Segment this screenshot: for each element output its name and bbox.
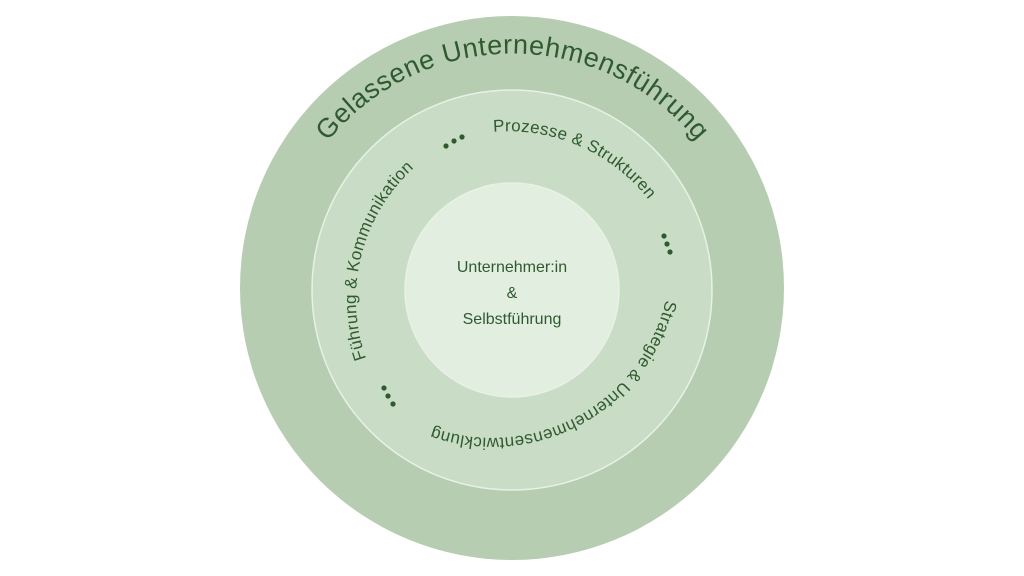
separator-dots-bottom-left [381,385,396,407]
separator-dot [443,143,449,149]
separator-dot [385,393,391,399]
separator-dots-right [661,233,673,255]
separator-dot [390,401,396,407]
center-label-line1: Unternehmer:in [457,259,567,276]
separator-dot [661,233,667,239]
separator-dot [459,134,465,140]
separator-dot [451,138,457,144]
center-label-line2: & [507,285,518,302]
inner-circle [404,182,620,398]
separator-dots-top-left [443,134,465,149]
center-label-line3: Selbstführung [463,311,562,328]
separator-dot [664,241,670,247]
separator-dot [667,249,673,255]
separator-dot [381,385,387,391]
